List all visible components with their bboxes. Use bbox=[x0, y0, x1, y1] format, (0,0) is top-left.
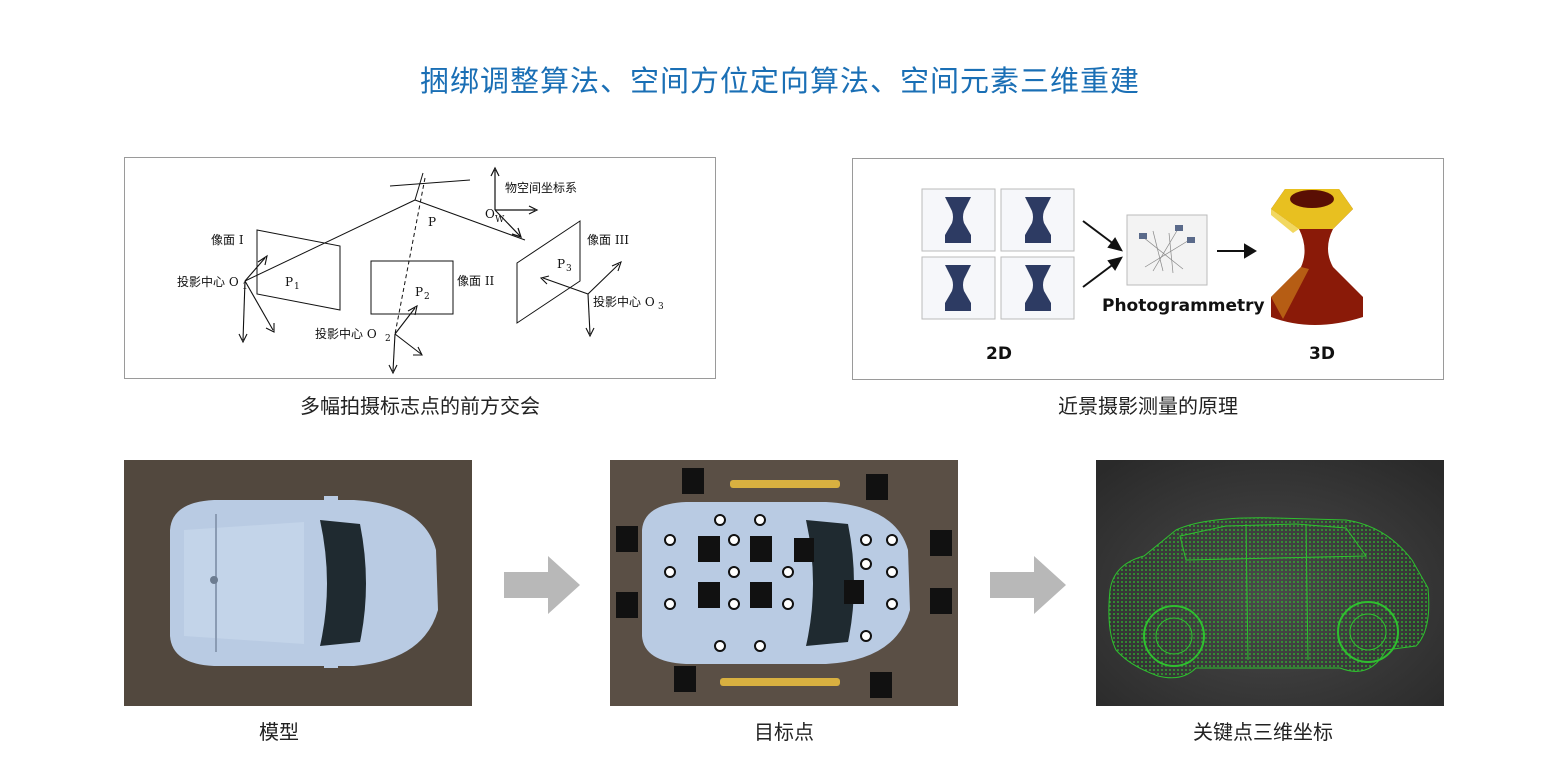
image-plane-1 bbox=[256, 229, 341, 311]
p3-sub: 3 bbox=[566, 264, 572, 274]
p1-sub: 1 bbox=[294, 282, 300, 292]
p3-label: P bbox=[557, 257, 565, 271]
p2-label: P bbox=[415, 285, 423, 299]
plane-1-label: 像面 I bbox=[211, 233, 244, 247]
p2-sub: 2 bbox=[424, 292, 430, 302]
center-3-label: 投影中心 O bbox=[593, 294, 655, 309]
projection-center-1-axes bbox=[238, 254, 275, 344]
center-2-label: 投影中心 O bbox=[315, 326, 377, 341]
photogrammetry-box bbox=[1126, 214, 1208, 286]
coded-targets bbox=[616, 468, 952, 698]
projection-center-3-axes bbox=[539, 260, 622, 338]
scale-bars bbox=[720, 480, 840, 686]
intersection-rays bbox=[244, 172, 526, 335]
center-2-sub: 2 bbox=[385, 334, 391, 344]
center-3-sub: 3 bbox=[658, 302, 664, 312]
p1-label: P bbox=[285, 275, 293, 289]
object-space-axes bbox=[490, 166, 539, 238]
3d-label: 3D bbox=[1309, 344, 1335, 364]
model-caption: 模型 bbox=[259, 720, 299, 744]
intersection-caption: 多幅拍摄标志点的前方交会 bbox=[300, 394, 540, 418]
reconstructed-3d-model bbox=[1271, 189, 1363, 325]
process-arrow-1 bbox=[504, 556, 580, 614]
image-plane-3 bbox=[516, 220, 581, 324]
center-1-sub: 1 bbox=[242, 282, 248, 292]
pointcloud-car bbox=[1108, 517, 1430, 679]
origin-sub: W bbox=[495, 215, 505, 225]
projection-center-2-axes bbox=[388, 304, 423, 375]
intersection-diagram: 物空间坐标系 O W P 像面 I P 1 像面 II P 2 像面 III P… bbox=[124, 157, 716, 379]
circular-targets bbox=[664, 514, 898, 652]
plane-2-label: 像面 II bbox=[457, 274, 495, 288]
plane-3-label: 像面 III bbox=[587, 233, 629, 247]
pointcloud-caption: 关键点三维坐标 bbox=[1193, 720, 1333, 744]
image-plane-2 bbox=[370, 260, 454, 315]
page-title: 捆绑调整算法、空间方位定向算法、空间元素三维重建 bbox=[419, 64, 1140, 98]
photogrammetry-diagram: Photogrammetry 2D 3D bbox=[852, 158, 1444, 380]
car-model-body bbox=[170, 496, 438, 668]
2d-label: 2D bbox=[986, 344, 1012, 364]
target-points-caption: 目标点 bbox=[754, 720, 814, 744]
input-image-grid bbox=[921, 188, 1075, 320]
model-photo bbox=[124, 460, 472, 706]
photogrammetry-caption: 近景摄影测量的原理 bbox=[1058, 394, 1238, 418]
center-1-label: 投影中心 O bbox=[177, 274, 239, 289]
input-object-shapes bbox=[945, 197, 1051, 311]
pointcloud-render bbox=[1096, 460, 1444, 706]
photogrammetry-label: Photogrammetry bbox=[1102, 296, 1265, 316]
camera-network-icon bbox=[1142, 228, 1192, 274]
origin-label: O bbox=[485, 207, 495, 221]
point-p-label: P bbox=[428, 215, 436, 229]
object-space-label: 物空间坐标系 bbox=[505, 181, 577, 195]
output-arrow bbox=[1217, 243, 1257, 259]
target-points-photo bbox=[610, 460, 958, 706]
process-arrow-2 bbox=[990, 556, 1066, 614]
input-arrows bbox=[1082, 220, 1123, 288]
